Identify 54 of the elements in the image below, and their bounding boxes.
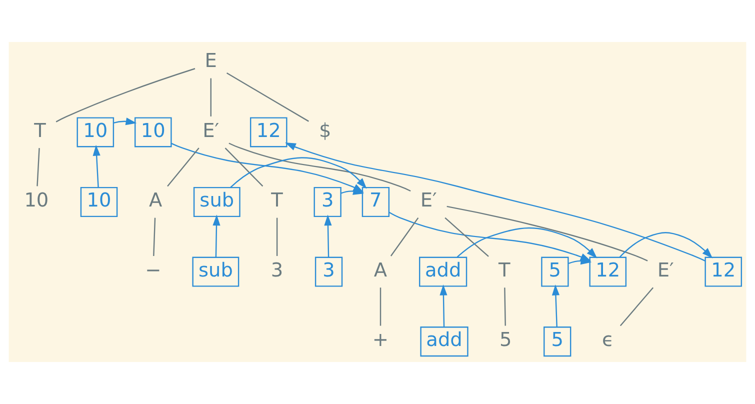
connector <box>56 68 196 122</box>
arrow <box>113 118 137 126</box>
arrow <box>92 144 100 188</box>
node-box: 12 <box>589 256 627 287</box>
node-text: ϵ <box>602 328 614 352</box>
node-box: 3 <box>314 256 343 287</box>
arrow <box>456 227 598 258</box>
node-box: sub <box>192 256 240 287</box>
node-text: A <box>374 258 388 282</box>
node-box: add <box>420 326 468 357</box>
connector <box>380 288 382 326</box>
arrow <box>230 157 367 189</box>
node-text: 3 <box>270 258 284 282</box>
node-box: 10 <box>76 117 114 148</box>
node-text: E <box>204 49 217 72</box>
arrow <box>568 257 592 265</box>
node-text: + <box>372 328 389 352</box>
arrow <box>440 284 448 328</box>
arrow <box>552 284 560 328</box>
node-text: E′ <box>202 118 220 142</box>
node-box: 7 <box>362 186 390 218</box>
arrow <box>619 232 713 258</box>
arrow <box>212 214 220 258</box>
node-box: 3 <box>314 186 342 218</box>
node-box: 5 <box>541 256 569 287</box>
connector <box>167 148 200 187</box>
connector <box>226 72 309 122</box>
node-box: 12 <box>250 117 288 148</box>
node-text: $ <box>319 118 332 142</box>
connector <box>390 217 419 256</box>
node-text: E′ <box>420 188 437 212</box>
connector <box>444 217 489 257</box>
connector <box>620 287 654 326</box>
connector <box>224 148 264 187</box>
connector <box>276 218 278 256</box>
connector <box>36 148 40 186</box>
node-box: 5 <box>544 326 572 357</box>
connector <box>153 218 156 256</box>
node-box: 10 <box>134 117 172 148</box>
node-text: T <box>34 118 46 142</box>
node-text: T <box>498 258 510 282</box>
connector <box>210 78 212 116</box>
node-box: add <box>419 256 468 287</box>
connector <box>504 288 506 326</box>
node-box: 12 <box>704 256 742 287</box>
node-text: A <box>148 188 162 212</box>
node-box: 10 <box>80 186 118 218</box>
node-text: 5 <box>499 328 512 352</box>
node-text: E′ <box>657 258 674 282</box>
arrow <box>324 214 332 258</box>
node-text: 10 <box>24 188 49 212</box>
node-box: sub <box>193 186 240 218</box>
node-text: T <box>271 188 283 212</box>
node-text: − <box>145 258 162 282</box>
